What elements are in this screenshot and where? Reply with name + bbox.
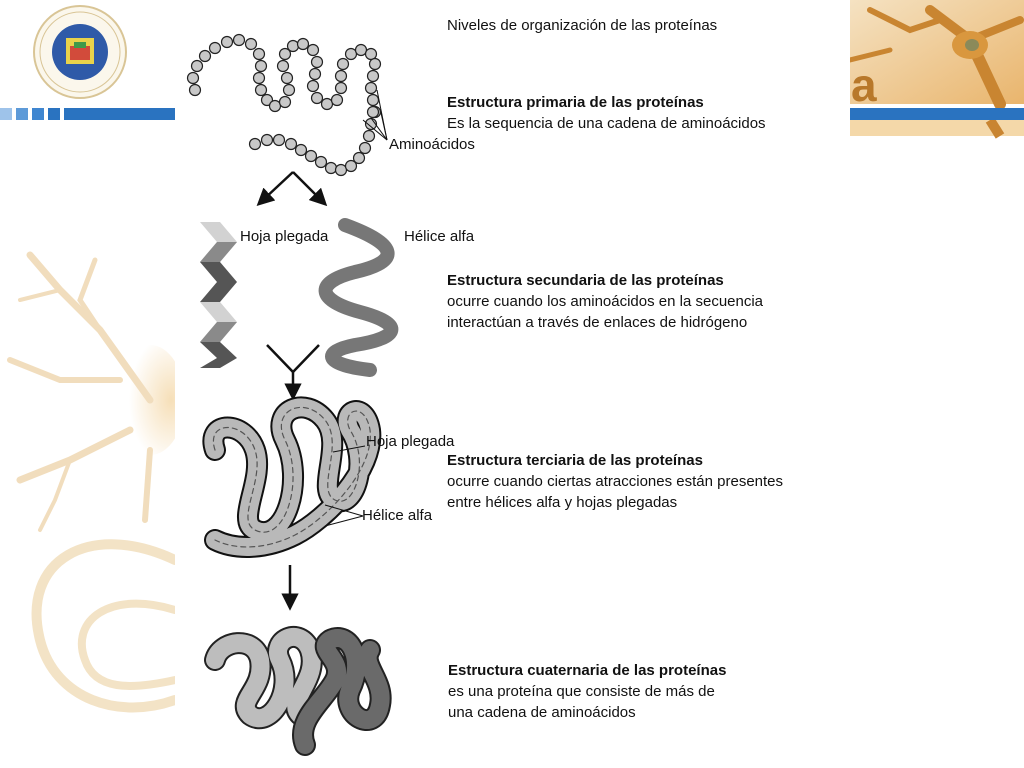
- amino-acid-bead: [324, 161, 338, 175]
- amino-acid-bead: [272, 133, 286, 147]
- amino-acid-bead: [260, 93, 274, 107]
- amino-acid-bead: [310, 55, 324, 69]
- amino-acid-bead: [286, 39, 300, 53]
- amino-acid-chain: [186, 33, 382, 177]
- amino-acid-bead: [368, 57, 382, 71]
- amino-acid-bead: [310, 91, 324, 105]
- amino-acid-bead: [252, 71, 266, 85]
- protein-diagram: [186, 33, 399, 756]
- amino-acid-bead: [334, 163, 348, 177]
- amino-acid-bead: [220, 35, 234, 49]
- amino-acid-bead: [306, 79, 320, 93]
- amino-acid-bead: [334, 69, 348, 83]
- blue-stripe-left: [0, 104, 175, 120]
- amino-acid-bead: [334, 81, 348, 95]
- amino-acid-bead: [304, 149, 318, 163]
- amino-acid-bead: [208, 41, 222, 55]
- merge-arrow-icon: [266, 344, 320, 401]
- amino-acid-bead: [352, 151, 366, 165]
- secondary-description-1: ocurre cuando los aminoácidos en la secu…: [447, 293, 764, 310]
- amino-acid-bead: [254, 83, 268, 97]
- amino-acid-bead: [278, 47, 292, 61]
- amino-acid-bead: [276, 59, 290, 73]
- amino-acid-bead: [308, 67, 322, 81]
- amino-acid-bead: [254, 59, 268, 73]
- quaternary-chains: [204, 625, 392, 756]
- amino-acid-bead: [306, 43, 320, 57]
- amino-acid-bead: [294, 143, 308, 157]
- amino-acid-bead: [232, 33, 246, 47]
- tertiary-sheet-label: Hoja plegada: [366, 433, 455, 450]
- left-background: [0, 0, 175, 768]
- logo-letter: a: [851, 59, 877, 111]
- amino-acid-bead: [186, 71, 200, 85]
- tertiary-helix-label: Hélice alfa: [362, 507, 433, 524]
- right-background: [850, 0, 1024, 139]
- amino-acid-bead: [362, 129, 376, 143]
- quaternary-description-2: una cadena de aminoácidos: [448, 704, 636, 721]
- tertiary-description-1: ocurre cuando ciertas atracciones están …: [447, 473, 784, 490]
- amino-acid-bead: [366, 105, 380, 119]
- amino-acid-bead: [314, 155, 328, 169]
- amino-acid-bead: [364, 81, 378, 95]
- pleated-sheet: [200, 222, 237, 368]
- amino-acid-bead: [278, 95, 292, 109]
- split-arrow-icon: [256, 171, 328, 207]
- amino-acid-bead: [244, 37, 258, 51]
- secondary-description-2: interactúan a través de enlaces de hidró…: [447, 314, 748, 331]
- tertiary-pointer-lines: [324, 445, 366, 527]
- amino-acid-bead: [252, 47, 266, 61]
- quaternary-description-1: es una proteína que consiste de más de: [448, 683, 715, 700]
- secondary-helix-label: Hélice alfa: [404, 228, 475, 245]
- amino-acid-bead: [344, 159, 358, 173]
- alpha-helix: [318, 218, 399, 377]
- amino-acid-bead: [320, 97, 334, 111]
- tertiary-heading: Estructura terciaria de las proteínas: [447, 452, 703, 469]
- amino-acid-bead: [268, 99, 282, 113]
- university-seal-icon: [33, 5, 127, 99]
- primary-description: Es la sequencia de una cadena de aminoác…: [447, 115, 766, 132]
- blue-stripe-right: [850, 104, 1024, 120]
- amino-acid-bead: [188, 83, 202, 97]
- amino-acid-bead: [366, 93, 380, 107]
- amino-acid-bead: [336, 57, 350, 71]
- amino-acid-bead: [284, 137, 298, 151]
- amino-acid-bead: [260, 133, 274, 147]
- secondary-heading: Estructura secundaria de las proteínas: [447, 272, 724, 289]
- neuron-decoration-left: [7, 251, 175, 713]
- amino-acid-bead: [364, 47, 378, 61]
- amino-acid-bead: [198, 49, 212, 63]
- aminoacids-label: Aminoácidos: [389, 136, 475, 153]
- primary-heading: Estructura primaria de las proteínas: [447, 94, 704, 111]
- amino-acid-bead: [358, 141, 372, 155]
- amino-acid-bead: [282, 83, 296, 97]
- secondary-sheet-label: Hoja plegada: [240, 228, 329, 245]
- amino-acid-bead: [280, 71, 294, 85]
- amino-acid-bead: [248, 137, 262, 151]
- amino-acid-bead: [366, 69, 380, 83]
- amino-acid-bead: [190, 59, 204, 73]
- amino-acid-bead: [344, 47, 358, 61]
- tertiary-fold: [202, 396, 382, 558]
- aminoacid-pointer-lines: [362, 89, 388, 141]
- diagram-title: Niveles de organización de las proteínas: [447, 17, 718, 34]
- amino-acid-bead: [354, 43, 368, 57]
- amino-acid-bead: [296, 37, 310, 51]
- amino-acid-bead: [330, 93, 344, 107]
- quaternary-heading: Estructura cuaternaria de las proteínas: [448, 662, 727, 679]
- tertiary-description-2: entre hélices alfa y hojas plegadas: [447, 494, 678, 511]
